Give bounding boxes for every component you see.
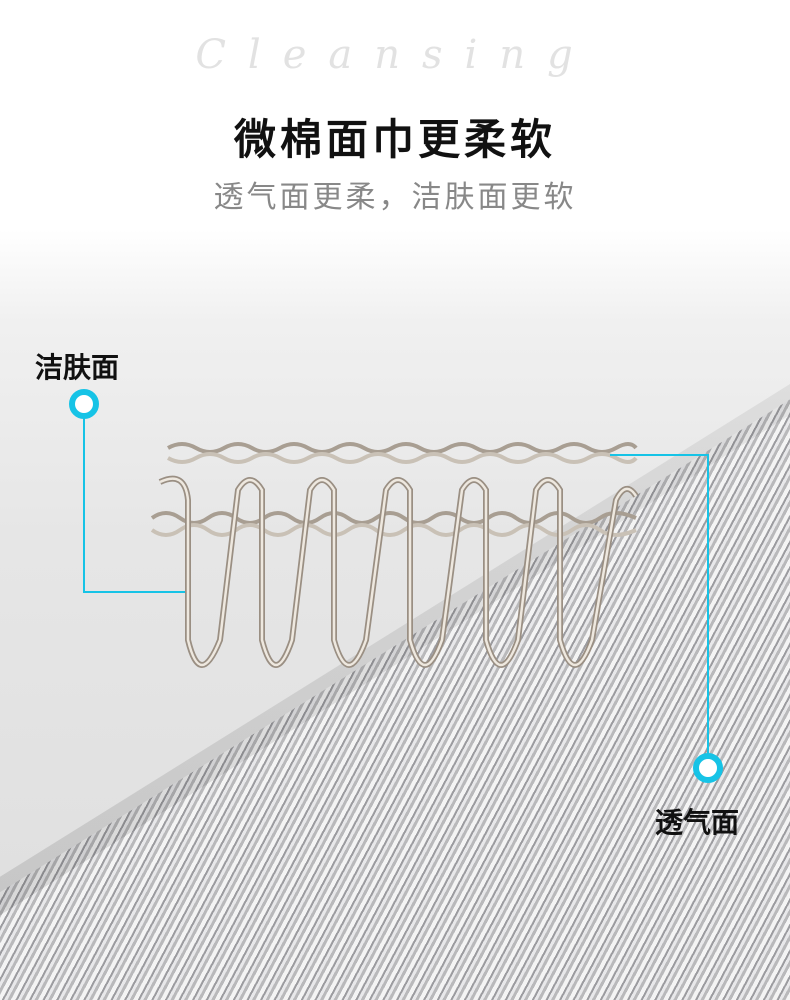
page-subtitle: 透气面更柔，洁肤面更软 (213, 180, 577, 215)
left-callout-line (83, 412, 185, 593)
top-twisted-strand (167, 442, 638, 464)
right-callout-line (610, 454, 709, 760)
right-callout-dot-icon (693, 753, 723, 783)
breathable-side-label: 透气面 (655, 806, 740, 839)
terry-loops (158, 475, 639, 668)
callout-lines (83, 412, 709, 760)
middle-twisted-strand (150, 511, 637, 537)
skin-side-label: 洁肤面 (35, 351, 120, 384)
page-title: 微棉面巾更柔软 (233, 115, 556, 164)
decorative-script-word: Cleansing (195, 32, 595, 78)
left-callout-dot-icon (69, 389, 99, 419)
fabric-photo (0, 230, 790, 1000)
